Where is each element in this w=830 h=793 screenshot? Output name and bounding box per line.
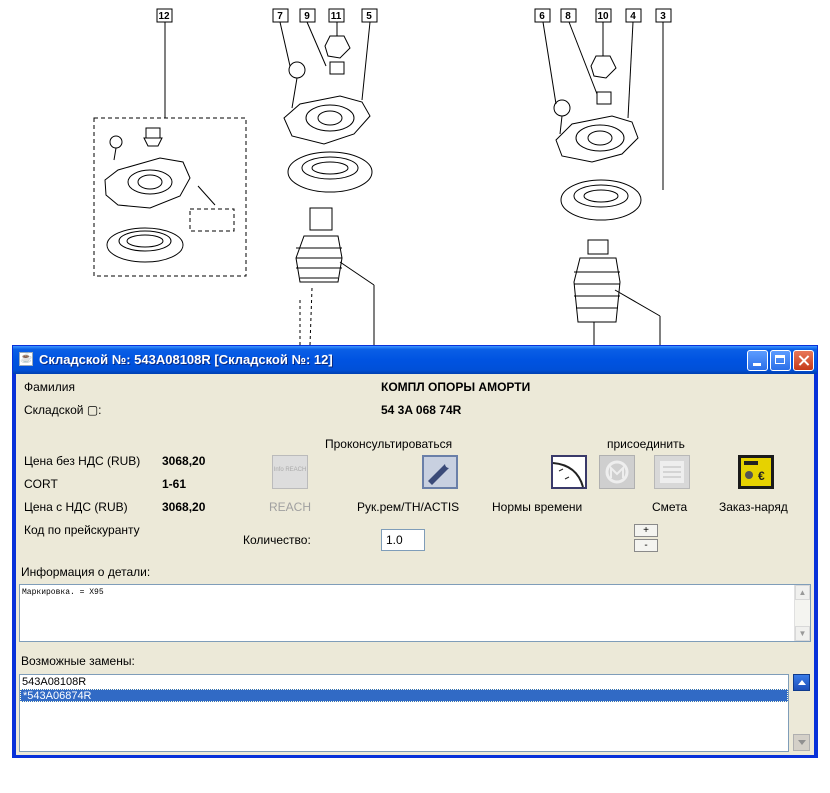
estimate-label: Смета [652, 500, 688, 514]
maximize-button[interactable] [770, 350, 791, 371]
part-info-label: Информация о детали: [21, 565, 151, 579]
attach-icon[interactable] [599, 455, 635, 489]
work-order-label: Заказ-наряд [719, 500, 788, 514]
close-button[interactable] [793, 350, 814, 371]
repair-manual-label: Рук.рем/TH/ACTIS [357, 500, 460, 514]
cort-label: CORT [24, 477, 58, 491]
labor-times-label: Нормы времени [492, 500, 583, 514]
svg-text:€: € [758, 469, 765, 483]
callout-6: 6 [539, 11, 545, 22]
replacements-list[interactable]: 543A08108R *543A06874R [19, 674, 789, 752]
info-scrollbar[interactable]: ▲ ▼ [794, 585, 810, 641]
java-app-icon: ☕ [19, 352, 33, 366]
labor-times-icon[interactable] [551, 455, 587, 489]
quantity-input[interactable] [381, 529, 425, 551]
reach-label: REACH [269, 500, 312, 514]
cort-value: 1-61 [162, 477, 187, 491]
callout-12: 12 [158, 11, 170, 22]
consult-header: Проконсультироваться [325, 437, 453, 451]
quantity-label: Количество: [243, 533, 311, 547]
window-title: Складской №: 543A08108R [Складской №: 12… [39, 352, 333, 367]
window-content: Фамилия КОМПЛ ОПОРЫ АМОРТИ Складской ▢: … [16, 374, 814, 755]
replacements-label: Возможные замены: [21, 654, 135, 668]
callout-7: 7 [277, 11, 283, 22]
list-scroll-up-arrow-icon[interactable] [793, 674, 810, 691]
minimize-button[interactable] [747, 350, 768, 371]
part-info-text: Маркировка. = X95 [22, 588, 104, 597]
info-scroll-up-arrow-icon[interactable]: ▲ [795, 585, 810, 600]
part-info-textarea[interactable]: Маркировка. = X95 ▲ ▼ [19, 584, 811, 642]
work-order-icon[interactable]: € [738, 455, 774, 489]
quantity-decrement-button[interactable]: - [634, 539, 658, 552]
part-info-window: ☕ Складской №: 543A08108R [Складской №: … [12, 345, 818, 758]
family-value: КОМПЛ ОПОРЫ АМОРТИ [381, 380, 531, 394]
reach-icon[interactable]: Info REACH [272, 455, 308, 489]
info-scroll-down-arrow-icon[interactable]: ▼ [795, 626, 810, 641]
price-vat-value: 3068,20 [162, 500, 206, 514]
title-bar[interactable]: ☕ Складской №: 543A08108R [Складской №: … [13, 346, 817, 374]
list-item-selected[interactable]: *543A06874R [20, 689, 788, 702]
price-no-vat-label: Цена без НДС (RUB) [24, 454, 141, 468]
attach-header: присоединить [607, 437, 685, 451]
callout-10: 10 [597, 11, 609, 22]
callout-8: 8 [565, 11, 571, 22]
quantity-increment-button[interactable]: + [634, 524, 658, 537]
callout-4: 4 [630, 11, 636, 22]
list-item[interactable]: 543A08108R [22, 676, 87, 688]
callout-5: 5 [366, 11, 372, 22]
stock-number-label: Складской ▢: [24, 403, 102, 417]
parts-diagram: 12 7 9 11 5 6 8 10 4 3 [93, 8, 672, 345]
pricelist-code-label: Код по прейскуранту [24, 523, 140, 537]
price-vat-label: Цена с НДС (RUB) [24, 500, 128, 514]
repair-manual-icon[interactable] [422, 455, 458, 489]
callout-11: 11 [331, 11, 342, 22]
callout-9: 9 [304, 11, 310, 22]
stock-number-value: 54 3A 068 74R [381, 403, 462, 417]
list-scroll-down-arrow-icon[interactable] [793, 734, 810, 751]
estimate-icon[interactable] [654, 455, 690, 489]
reach-icon-text: Info REACH [273, 467, 307, 473]
price-no-vat-value: 3068,20 [162, 454, 206, 468]
family-label: Фамилия [24, 380, 75, 394]
callout-3: 3 [660, 11, 666, 22]
